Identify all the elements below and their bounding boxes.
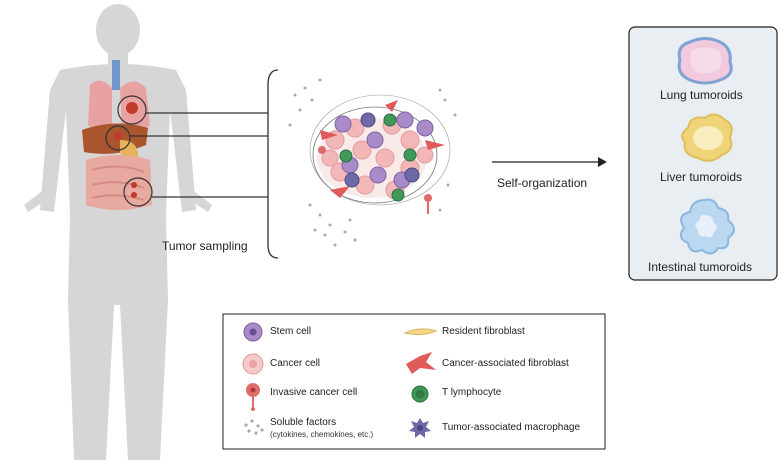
legend-macrophage-label: Tumor-associated macrophage — [442, 422, 581, 433]
resident-fibroblast-icon — [403, 328, 438, 336]
intestinal-tumoroids-label: Intestinal tumoroids — [648, 260, 753, 274]
liver-tumoroids-label: Liver tumoroids — [660, 170, 743, 184]
organs — [82, 60, 152, 210]
arrow-head-icon — [598, 157, 607, 167]
lung-tumoroid-icon — [677, 37, 733, 85]
stem-cell-icon — [243, 322, 263, 342]
lung-tumoroids-label: Lung tumoroids — [660, 88, 743, 102]
sampling-bracket — [267, 69, 279, 259]
liver-tumor-icon — [114, 132, 122, 140]
legend-invasive-cancer-cell-label: Invasive cancer cell — [270, 387, 358, 398]
sampling-lines — [130, 112, 268, 198]
tumor-microenvironment-cluster — [288, 78, 457, 247]
legend-t-lymphocyte-label: T lymphocyte — [442, 387, 502, 398]
cancer-cell-icon — [242, 353, 264, 375]
legend-resident-fibroblast-label: Resident fibroblast — [442, 326, 525, 337]
intestinal-tumoroid-icon — [679, 198, 735, 255]
soluble-factors-icon — [244, 419, 264, 435]
intestinal-tumor-icon — [131, 182, 137, 188]
t-lymphocyte-icon — [411, 385, 429, 403]
legend-cancer-cell-label: Cancer cell — [270, 358, 321, 369]
human-body-silhouette — [24, 4, 212, 460]
invasive-cancer-cell-icon — [246, 383, 260, 411]
legend-caf-label: Cancer-associated fibroblast — [442, 358, 569, 369]
liver-tumoroid-icon — [681, 113, 733, 162]
tumor-associated-macrophage-icon — [409, 418, 431, 438]
lung-tumor-icon — [126, 102, 138, 114]
legend-stem-cell-label: Stem cell — [270, 326, 312, 337]
legend-soluble-factors-sub: (cytokines, chemokines, etc.) — [270, 430, 374, 439]
tumor-highlight-circles — [105, 95, 153, 207]
trachea-icon — [112, 60, 120, 90]
legend-soluble-factors-label: Soluble factors — [270, 417, 337, 428]
cancer-associated-fibroblast-icon — [406, 352, 436, 374]
self-organization-label: Self-organization — [497, 176, 588, 190]
left-lung-icon — [88, 80, 112, 132]
tumor-sampling-label: Tumor sampling — [162, 239, 248, 253]
